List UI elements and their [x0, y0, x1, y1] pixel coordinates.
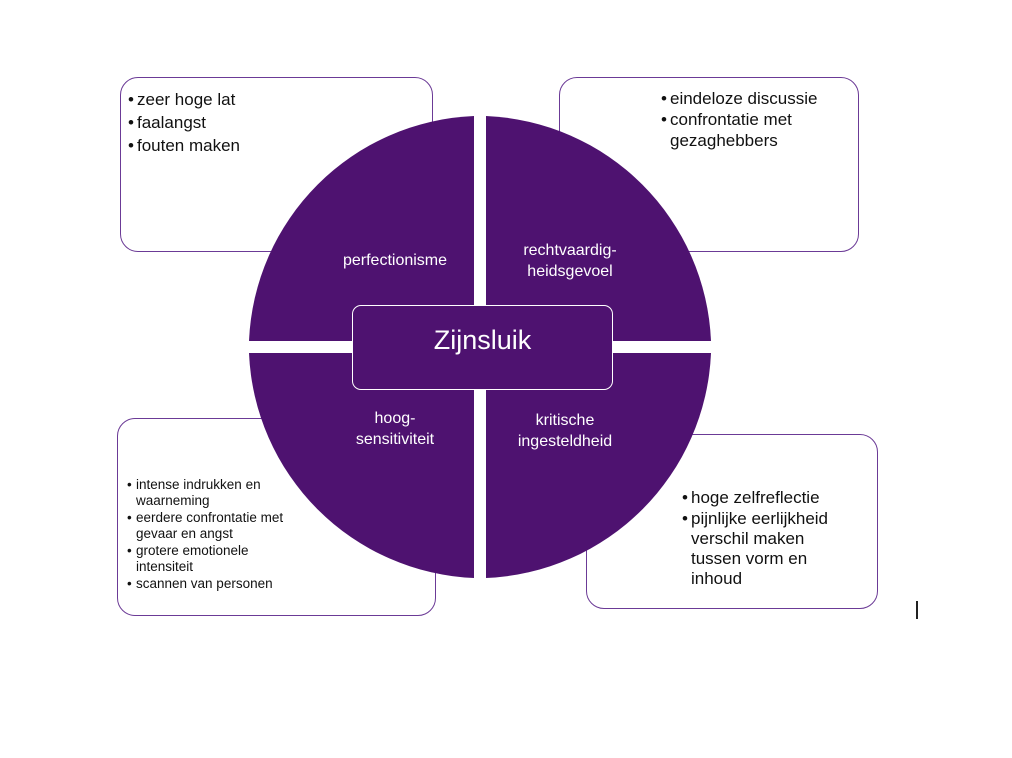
list-item: scannen van personen — [127, 576, 336, 592]
label-line: ingesteldheid — [517, 433, 613, 450]
bullet-list: eindeloze discussie confrontatie met gez… — [661, 88, 820, 151]
center-title-box: Zijnsluik — [352, 305, 613, 390]
list-item: grotere emotionele intensiteit — [127, 543, 286, 574]
list-item: pijnlijke eerlijkheid verschil maken tus… — [682, 509, 856, 589]
list-item: eerdere confrontatie met gevaar en angst — [127, 510, 321, 541]
label-line: sensitiviteit — [355, 431, 435, 448]
list-item: hoge zelfreflectie — [682, 488, 871, 508]
text-cursor — [916, 601, 918, 619]
list-item: confrontatie met gezaghebbers — [661, 109, 820, 151]
bullet-list: intense indrukken en waarneming eerdere … — [127, 477, 336, 594]
quadrant-bottom-left — [249, 353, 474, 578]
label-line: rechtvaardig- — [523, 242, 617, 259]
label-line: kritische — [535, 412, 595, 429]
label-line: hoog- — [374, 410, 416, 427]
label-line: heidsgevoel — [527, 263, 613, 280]
quadrant-label-bottom-left: hoog- sensitiviteit — [320, 408, 470, 450]
list-item: eindeloze discussie — [661, 88, 820, 109]
quadrant-label-top-right: rechtvaardig- heidsgevoel — [495, 240, 645, 282]
list-item: zeer hoge lat — [128, 88, 240, 111]
center-title: Zijnsluik — [433, 325, 532, 355]
list-item: fouten maken — [128, 134, 240, 157]
quadrant-label-bottom-right: kritische ingesteldheid — [490, 410, 640, 452]
bullet-list: hoge zelfreflectie pijnlijke eerlijkheid… — [682, 488, 871, 590]
quadrant-bottom-right — [486, 353, 711, 578]
list-item: faalangst — [128, 111, 240, 134]
bullet-list: zeer hoge lat faalangst fouten maken — [128, 88, 240, 157]
label-line: perfectionisme — [342, 252, 448, 269]
quadrant-label-top-left: perfectionisme — [320, 250, 470, 271]
list-item: intense indrukken en waarneming — [127, 477, 296, 508]
quadrant-top-left — [249, 116, 474, 341]
quadrant-top-right — [486, 116, 711, 341]
